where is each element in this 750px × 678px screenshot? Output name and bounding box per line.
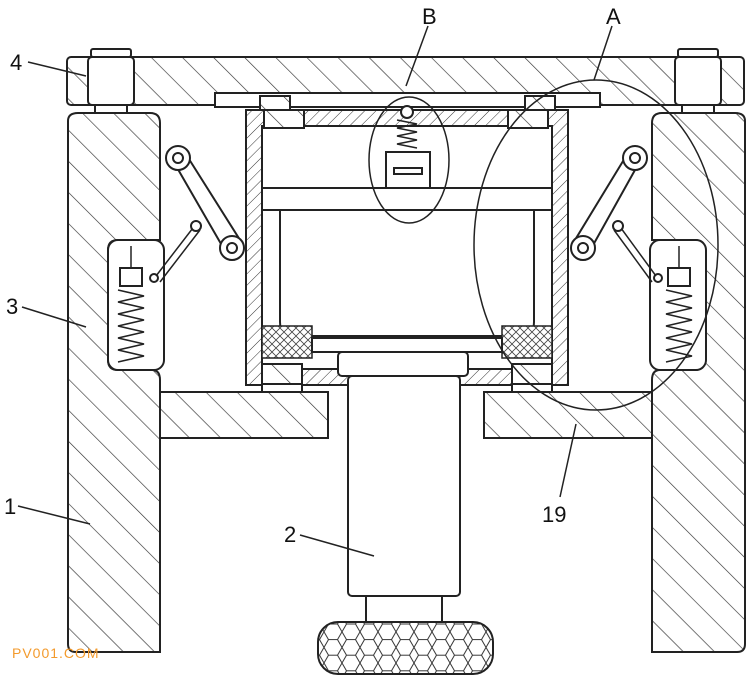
right-spring [653, 246, 693, 363]
left-linkage [155, 145, 245, 283]
knurled-knob [317, 621, 494, 675]
leader-lines [17, 25, 613, 557]
left-spring [117, 246, 159, 363]
label-part-4: 4 [10, 50, 22, 75]
right-top-bolt [674, 48, 722, 114]
detail-a-circle [473, 79, 719, 411]
central-housing [245, 95, 569, 397]
left-top-bolt [87, 48, 135, 114]
watermark: PV001.COM [12, 645, 100, 661]
right-support-block [483, 391, 653, 439]
right-frame [651, 112, 746, 653]
left-support-block [159, 391, 329, 439]
left-spring-pocket [107, 239, 165, 371]
label-part-2: 2 [284, 522, 296, 547]
label-part-1: 1 [4, 494, 16, 519]
lifting-shaft [337, 351, 469, 623]
detail-b-spring [368, 96, 450, 224]
top-plate [66, 56, 745, 108]
left-frame [67, 112, 161, 653]
label-part-3: 3 [6, 294, 18, 319]
label-detail-b: B [422, 4, 437, 29]
label-part-19: 19 [542, 502, 566, 527]
right-linkage [570, 145, 657, 283]
label-detail-a: A [606, 4, 621, 29]
